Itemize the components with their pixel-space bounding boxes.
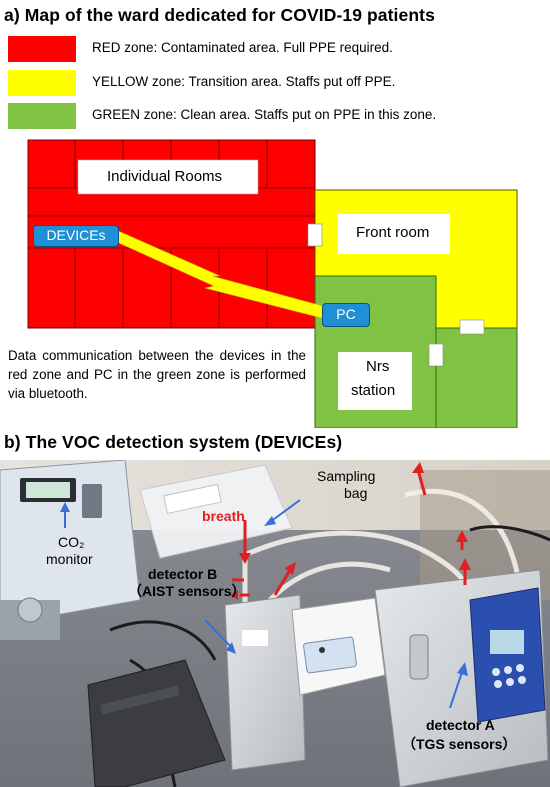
co2-monitor-device [0, 460, 141, 640]
section-b-title: b) The VOC detection system (DEVICEs) [4, 432, 343, 452]
external-drive [87, 659, 226, 787]
co2-label-line1: CO₂ [58, 534, 85, 550]
ward-map-drawing [27, 139, 518, 429]
voc-system-illustration [0, 460, 550, 787]
devices-box: DEVICEs [33, 225, 119, 247]
front-room-label: Front room [356, 224, 430, 241]
legend-green: GREEN zone: Clean area. Staffs put on PP… [8, 103, 548, 129]
individual-rooms-label: Individual Rooms [107, 168, 223, 185]
door-yellow-green [459, 319, 485, 335]
door-station [428, 343, 444, 367]
door-front [307, 223, 323, 247]
flow-arrows-red [230, 462, 471, 600]
detector-a-label-line2: （TGS sensors） [402, 736, 517, 752]
nrs-station-label-box [338, 352, 412, 410]
legend-red: RED zone: Contaminated area. Full PPE re… [8, 36, 548, 62]
legend-red-swatch [8, 36, 76, 62]
voc-system-photo: Sampling bag breath CO₂ monitor detector… [0, 460, 550, 787]
pc-box: PC [322, 303, 370, 327]
breath-label: breath [202, 508, 245, 524]
ward-map: Individual Rooms Front room Nrs station … [0, 138, 550, 429]
green-zone-right [435, 327, 518, 429]
co2-label-line2: monitor [46, 551, 93, 567]
legend-green-text: GREEN zone: Clean area. Staffs put on PP… [92, 107, 437, 122]
pointer-arrows-blue [60, 499, 468, 709]
detector-b-device [224, 594, 386, 771]
sampling-label-line1: Sampling [317, 468, 376, 484]
legend-red-text: RED zone: Contaminated area. Full PPE re… [92, 40, 393, 55]
detector-b-label-line2: （AIST sensors） [128, 583, 246, 599]
legend-green-swatch [8, 103, 76, 129]
legend-yellow-swatch [8, 70, 76, 96]
detector-a-label-line1: detector A [426, 717, 495, 733]
legend-yellow: YELLOW zone: Transition area. Staffs put… [8, 70, 548, 96]
detector-a-device [374, 569, 549, 787]
bluetooth-caption: Data communication between the devices i… [8, 348, 306, 401]
section-a-title: a) Map of the ward dedicated for COVID-1… [4, 5, 435, 25]
station-label: station [351, 382, 396, 399]
sampling-label-line2: bag [344, 485, 368, 501]
detector-b-label-line1: detector B [148, 566, 218, 582]
individual-rooms-label-box [77, 159, 259, 195]
legend-yellow-text: YELLOW zone: Transition area. Staffs put… [92, 74, 396, 89]
sampling-bag-device [139, 464, 293, 559]
front-room-label-box [338, 214, 450, 254]
nrs-label: Nrs [366, 358, 390, 375]
